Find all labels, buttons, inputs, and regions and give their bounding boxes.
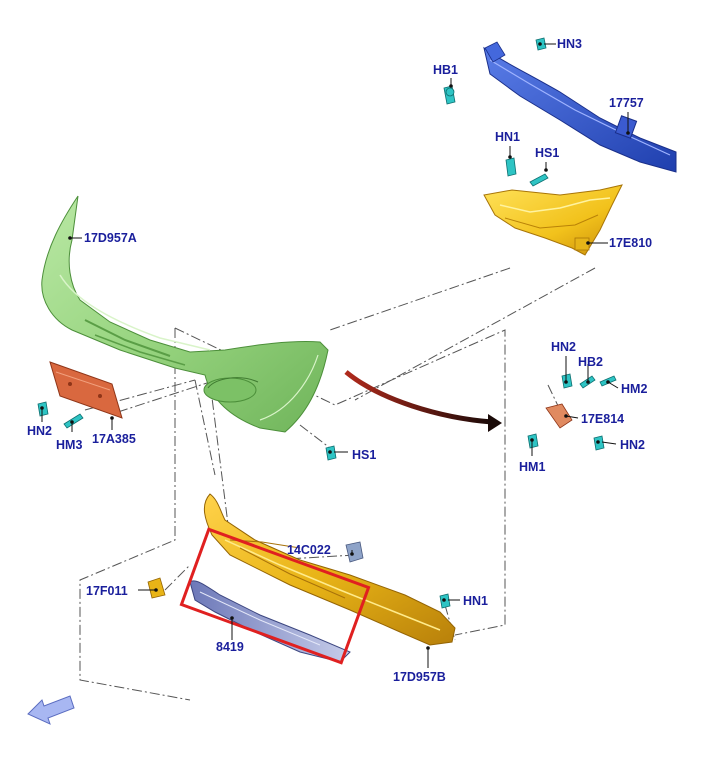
label-hn1-upper: HN1	[495, 130, 521, 144]
label-hm1: HM1	[519, 460, 546, 474]
label-hs1-lower: HS1	[352, 448, 377, 462]
label-17d957a: 17D957A	[84, 231, 137, 245]
label-17757: 17757	[609, 96, 644, 110]
label-hn2-detail-bottom: HN2	[620, 438, 646, 452]
label-hn1-lower: HN1	[463, 594, 489, 608]
clip-bracket-part	[345, 541, 364, 563]
label-hs1-upper: HS1	[535, 146, 560, 160]
leader-ticks	[41, 43, 629, 668]
side-bracket-part	[483, 184, 623, 256]
leader-lines	[79, 267, 596, 701]
label-hn2-detail-top: HN2	[551, 340, 577, 354]
label-hm2: HM2	[621, 382, 648, 396]
bumper-cover-part	[41, 195, 329, 433]
plate-bracket-part	[49, 361, 123, 419]
label-17e814: 17E814	[581, 412, 625, 426]
label-14c022: 14C022	[287, 543, 331, 557]
direction-arrow-icon	[27, 695, 75, 725]
label-hn2-plate: HN2	[27, 424, 53, 438]
label-17e810: 17E810	[609, 236, 653, 250]
label-8419: 8419	[216, 640, 244, 654]
detail-arrow	[344, 370, 502, 432]
highlight-box	[179, 527, 371, 665]
label-hb2: HB2	[578, 355, 604, 369]
reinforcement-part	[483, 41, 677, 173]
label-17f011: 17F011	[86, 584, 128, 598]
label-17d957b: 17D957B	[393, 670, 446, 684]
label-hn3: HN3	[557, 37, 583, 51]
lower-cover-part	[203, 493, 456, 646]
small-bracket-part	[147, 577, 166, 599]
label-hm3: HM3	[56, 438, 83, 452]
label-hb1: HB1	[433, 63, 459, 77]
label-17a385: 17A385	[92, 432, 136, 446]
detail-bracket-part	[545, 403, 573, 429]
